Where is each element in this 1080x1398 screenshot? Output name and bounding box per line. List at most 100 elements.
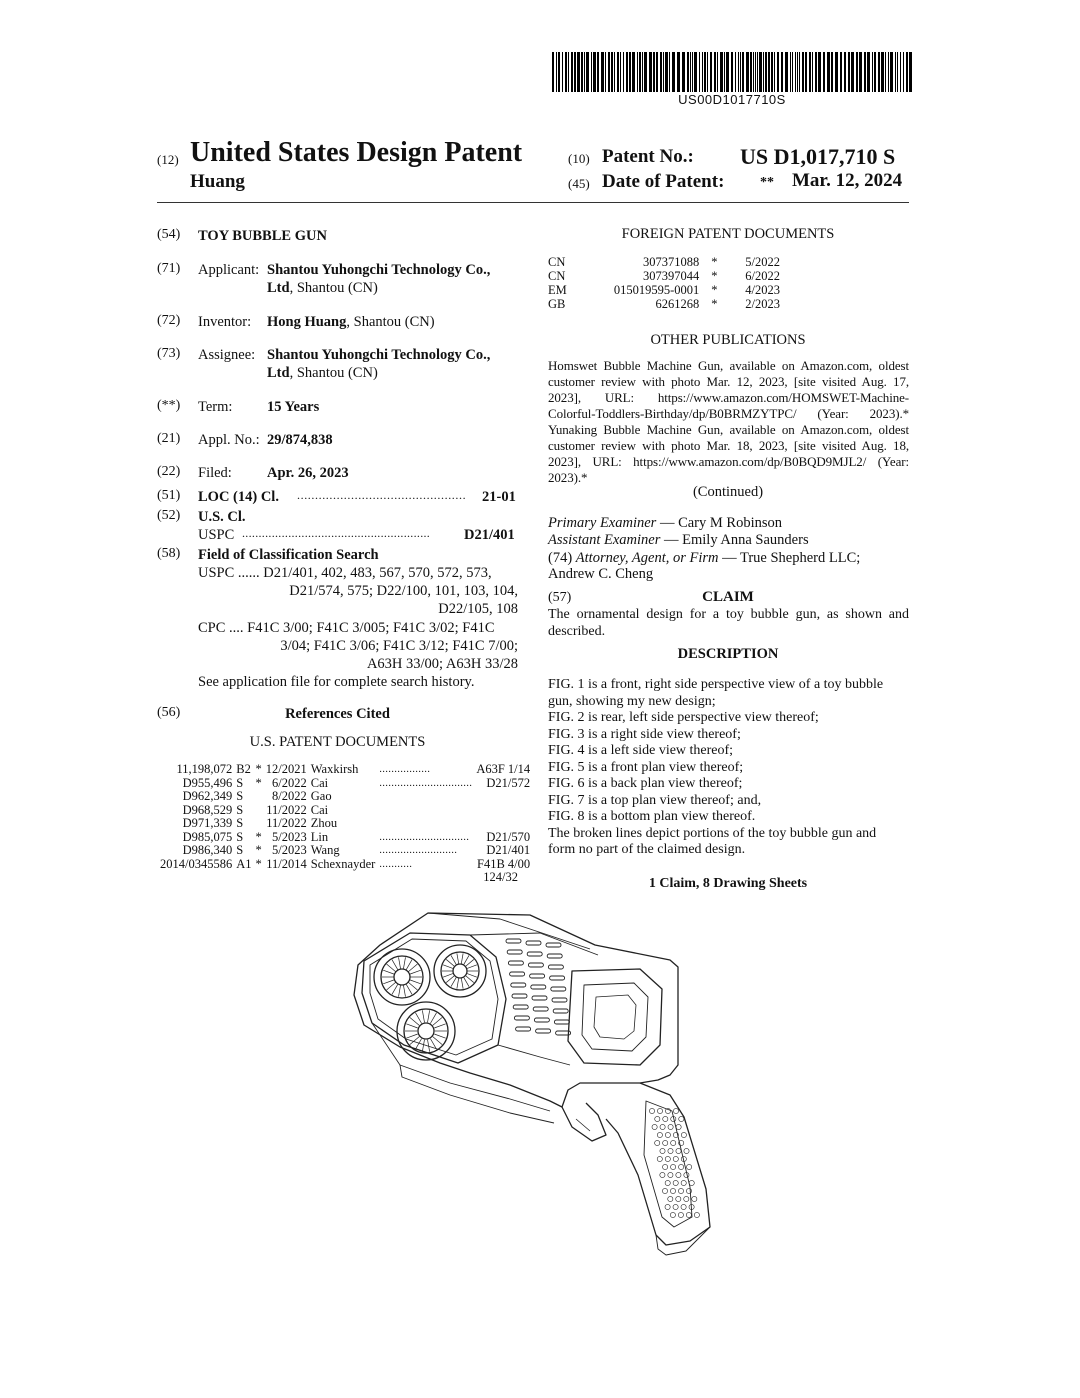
inventor-line: Hong Huang, Shantou (CN) <box>267 313 435 331</box>
lens-spoke <box>465 975 475 983</box>
barcode-bar <box>753 52 754 92</box>
uscl-label: U.S. Cl. <box>198 509 246 525</box>
barcode-bar <box>897 52 898 92</box>
grip-dot <box>664 1156 671 1162</box>
barcode-bar <box>626 52 628 92</box>
description-heading: DESCRIPTION <box>677 646 779 662</box>
description-line: FIG. 1 is a front, right side perspectiv… <box>548 677 884 692</box>
us-doc-number: D968,529 <box>182 802 233 817</box>
lens-top-right-icon <box>433 944 487 998</box>
lens-spoke <box>383 979 395 985</box>
description-line: FIG. 8 is a bottom plan view thereof. <box>548 809 756 824</box>
barcode-bar <box>672 52 675 92</box>
barcode-bar <box>827 52 830 92</box>
foreign-docs-label: FOREIGN PATENT DOCUMENTS <box>621 226 835 242</box>
lens-spoke <box>465 959 475 967</box>
grip-dot <box>678 1164 684 1170</box>
barcode-bar <box>707 52 708 92</box>
barcode-bar <box>649 52 652 92</box>
uspc-label: USPC <box>198 527 235 543</box>
lens-spoke <box>445 959 455 967</box>
barcode-bar <box>687 52 689 92</box>
vent-slot <box>527 962 544 968</box>
grip-dot <box>673 1108 679 1114</box>
appl-value: 29/874,838 <box>267 432 333 448</box>
barcode-bar <box>900 52 901 92</box>
barcode-bar <box>740 52 741 92</box>
lens-spoke <box>409 1017 420 1026</box>
grip-dot <box>678 1116 685 1122</box>
us-doc-date: 11/2014 <box>266 856 307 871</box>
lens-spoke <box>460 953 464 964</box>
us-doc-name: Waxkirsh <box>310 762 359 776</box>
lens-spoke <box>450 955 457 965</box>
foreign-doc-country: CN <box>548 269 566 283</box>
assignee-name-cont: Ltd <box>267 365 290 381</box>
grip-dot <box>659 1148 666 1154</box>
barcode-bar <box>777 52 779 92</box>
header-rule <box>157 202 909 203</box>
assignee-name-line2: Ltd, Shantou (CN) <box>267 364 378 382</box>
barcode-bar <box>851 52 854 92</box>
lens-spoke <box>442 964 453 969</box>
applicant-num: (71) <box>157 261 181 276</box>
barcode-bar <box>663 52 664 92</box>
applicant-name: Shantou Yuhongchi Technology Co., <box>267 262 491 278</box>
lens-spoke <box>391 984 399 995</box>
barcode-bar <box>906 52 908 92</box>
us-doc-number: D985,075 <box>182 829 233 844</box>
description-line: The broken lines depict portions of the … <box>548 825 877 841</box>
foreign-doc-date: 2/2023 <box>745 297 780 311</box>
vent-slot <box>511 993 528 999</box>
barcode-bar <box>881 52 884 92</box>
barcode-bar <box>888 52 889 92</box>
filed-value: Apr. 26, 2023 <box>267 465 349 481</box>
barcode-bar <box>593 52 596 92</box>
vent-slot <box>532 1006 549 1012</box>
us-doc-star: * <box>255 775 262 790</box>
barcode-bar <box>644 52 647 92</box>
lens-spoke <box>406 1033 418 1039</box>
us-doc-class <box>474 817 532 831</box>
field-cpc-1: CPC .... F41C 3/00; F41C 3/005; F41C 3/0… <box>198 620 495 636</box>
lens-spoke <box>422 1039 425 1052</box>
foreign-doc-star: * <box>711 269 718 283</box>
grip-dot <box>678 1188 684 1194</box>
barcode-bar <box>795 52 796 92</box>
foreign-doc-number: 015019595-0001 <box>613 283 700 297</box>
lens-spoke <box>460 978 464 989</box>
foreign-doc-country: CN <box>548 255 566 269</box>
uspc-value: D21/401 <box>464 527 515 543</box>
us-doc-name: Wang <box>310 843 340 857</box>
loc-num: (51) <box>157 488 181 503</box>
lens-spoke <box>408 982 418 991</box>
grip-dot <box>672 1132 679 1138</box>
us-doc-star: * <box>255 856 262 871</box>
uspc-dots: ........................................… <box>242 526 431 540</box>
grip-dot <box>685 1212 692 1218</box>
barcode-bar <box>571 52 573 92</box>
us-doc-kind: A1 <box>236 856 252 871</box>
us-doc-dots <box>377 804 474 818</box>
lens-spoke <box>415 1038 422 1050</box>
barcode-bar <box>878 52 880 92</box>
claims-sheets: 1 Claim, 8 Drawing Sheets <box>648 876 808 891</box>
grip-dot <box>654 1140 661 1146</box>
assignee-location: , Shantou (CN) <box>289 365 378 381</box>
vent-slot <box>550 986 567 992</box>
barcode-bar <box>717 52 718 92</box>
us-doc-kind: S <box>236 775 244 790</box>
barcode-bar <box>584 52 585 92</box>
grip-dot <box>678 1140 685 1146</box>
vent-slot <box>513 1015 530 1021</box>
filed-label: Filed: <box>198 465 232 481</box>
us-doc-number: D971,339 <box>182 816 233 830</box>
grip-dot <box>683 1148 690 1154</box>
us-docs-label: U.S. PATENT DOCUMENTS <box>249 734 426 750</box>
grip-dot <box>691 1196 698 1202</box>
us-doc-kind: S <box>236 843 244 857</box>
us-doc-date: 12/2021 <box>265 762 307 776</box>
grip-dot <box>680 1204 687 1210</box>
